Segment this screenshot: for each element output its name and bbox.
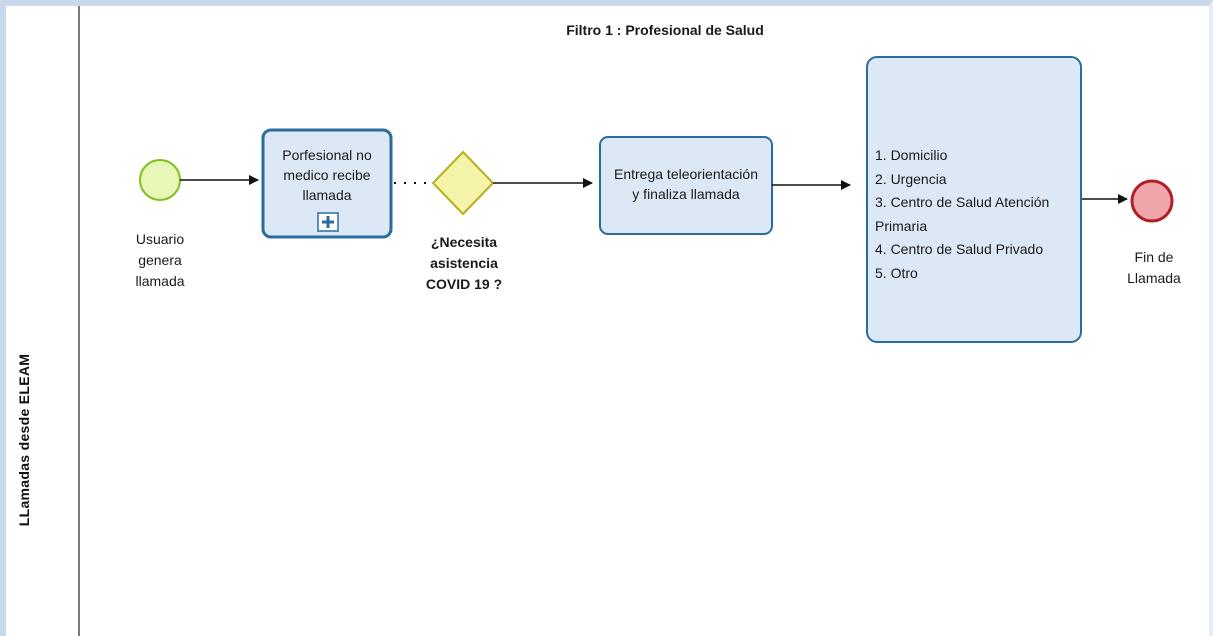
plus-box-icon[interactable] bbox=[317, 212, 339, 232]
task-deliver-label: Entrega teleorientación y finaliza llama… bbox=[614, 166, 758, 202]
start-event[interactable] bbox=[139, 159, 181, 201]
option-item: 1. Domicilio bbox=[875, 147, 948, 163]
option-item: 3. Centro de Salud Atención bbox=[875, 194, 1050, 210]
task-options[interactable] bbox=[866, 56, 1082, 343]
task-receive-call-label: Porfesional no medico recibe llamada bbox=[282, 147, 372, 203]
gateway-diamond[interactable] bbox=[431, 150, 495, 216]
option-item: Primaria bbox=[875, 217, 928, 234]
option-item: 5. Otro bbox=[875, 264, 918, 281]
gateway-label: ¿Necesita asistencia COVID 19 ? bbox=[425, 234, 503, 292]
start-event-label: Usuario genera llamada bbox=[135, 231, 185, 289]
option-item: 2. Urgencia bbox=[875, 170, 947, 187]
option-item: 4. Centro de Salud Privado bbox=[875, 241, 1044, 257]
task-receive-call[interactable] bbox=[261, 128, 393, 239]
end-event-label: Fin de Llamada bbox=[1127, 249, 1181, 286]
end-event[interactable] bbox=[1130, 179, 1174, 223]
diagram-title: Filtro 1 : Profesional de Salud bbox=[566, 22, 764, 38]
pool-label: LLamadas desde ELEAM bbox=[16, 353, 32, 527]
options-list: 1. Domicilio 2. Urgencia 3. Centro de Sa… bbox=[875, 144, 1077, 285]
